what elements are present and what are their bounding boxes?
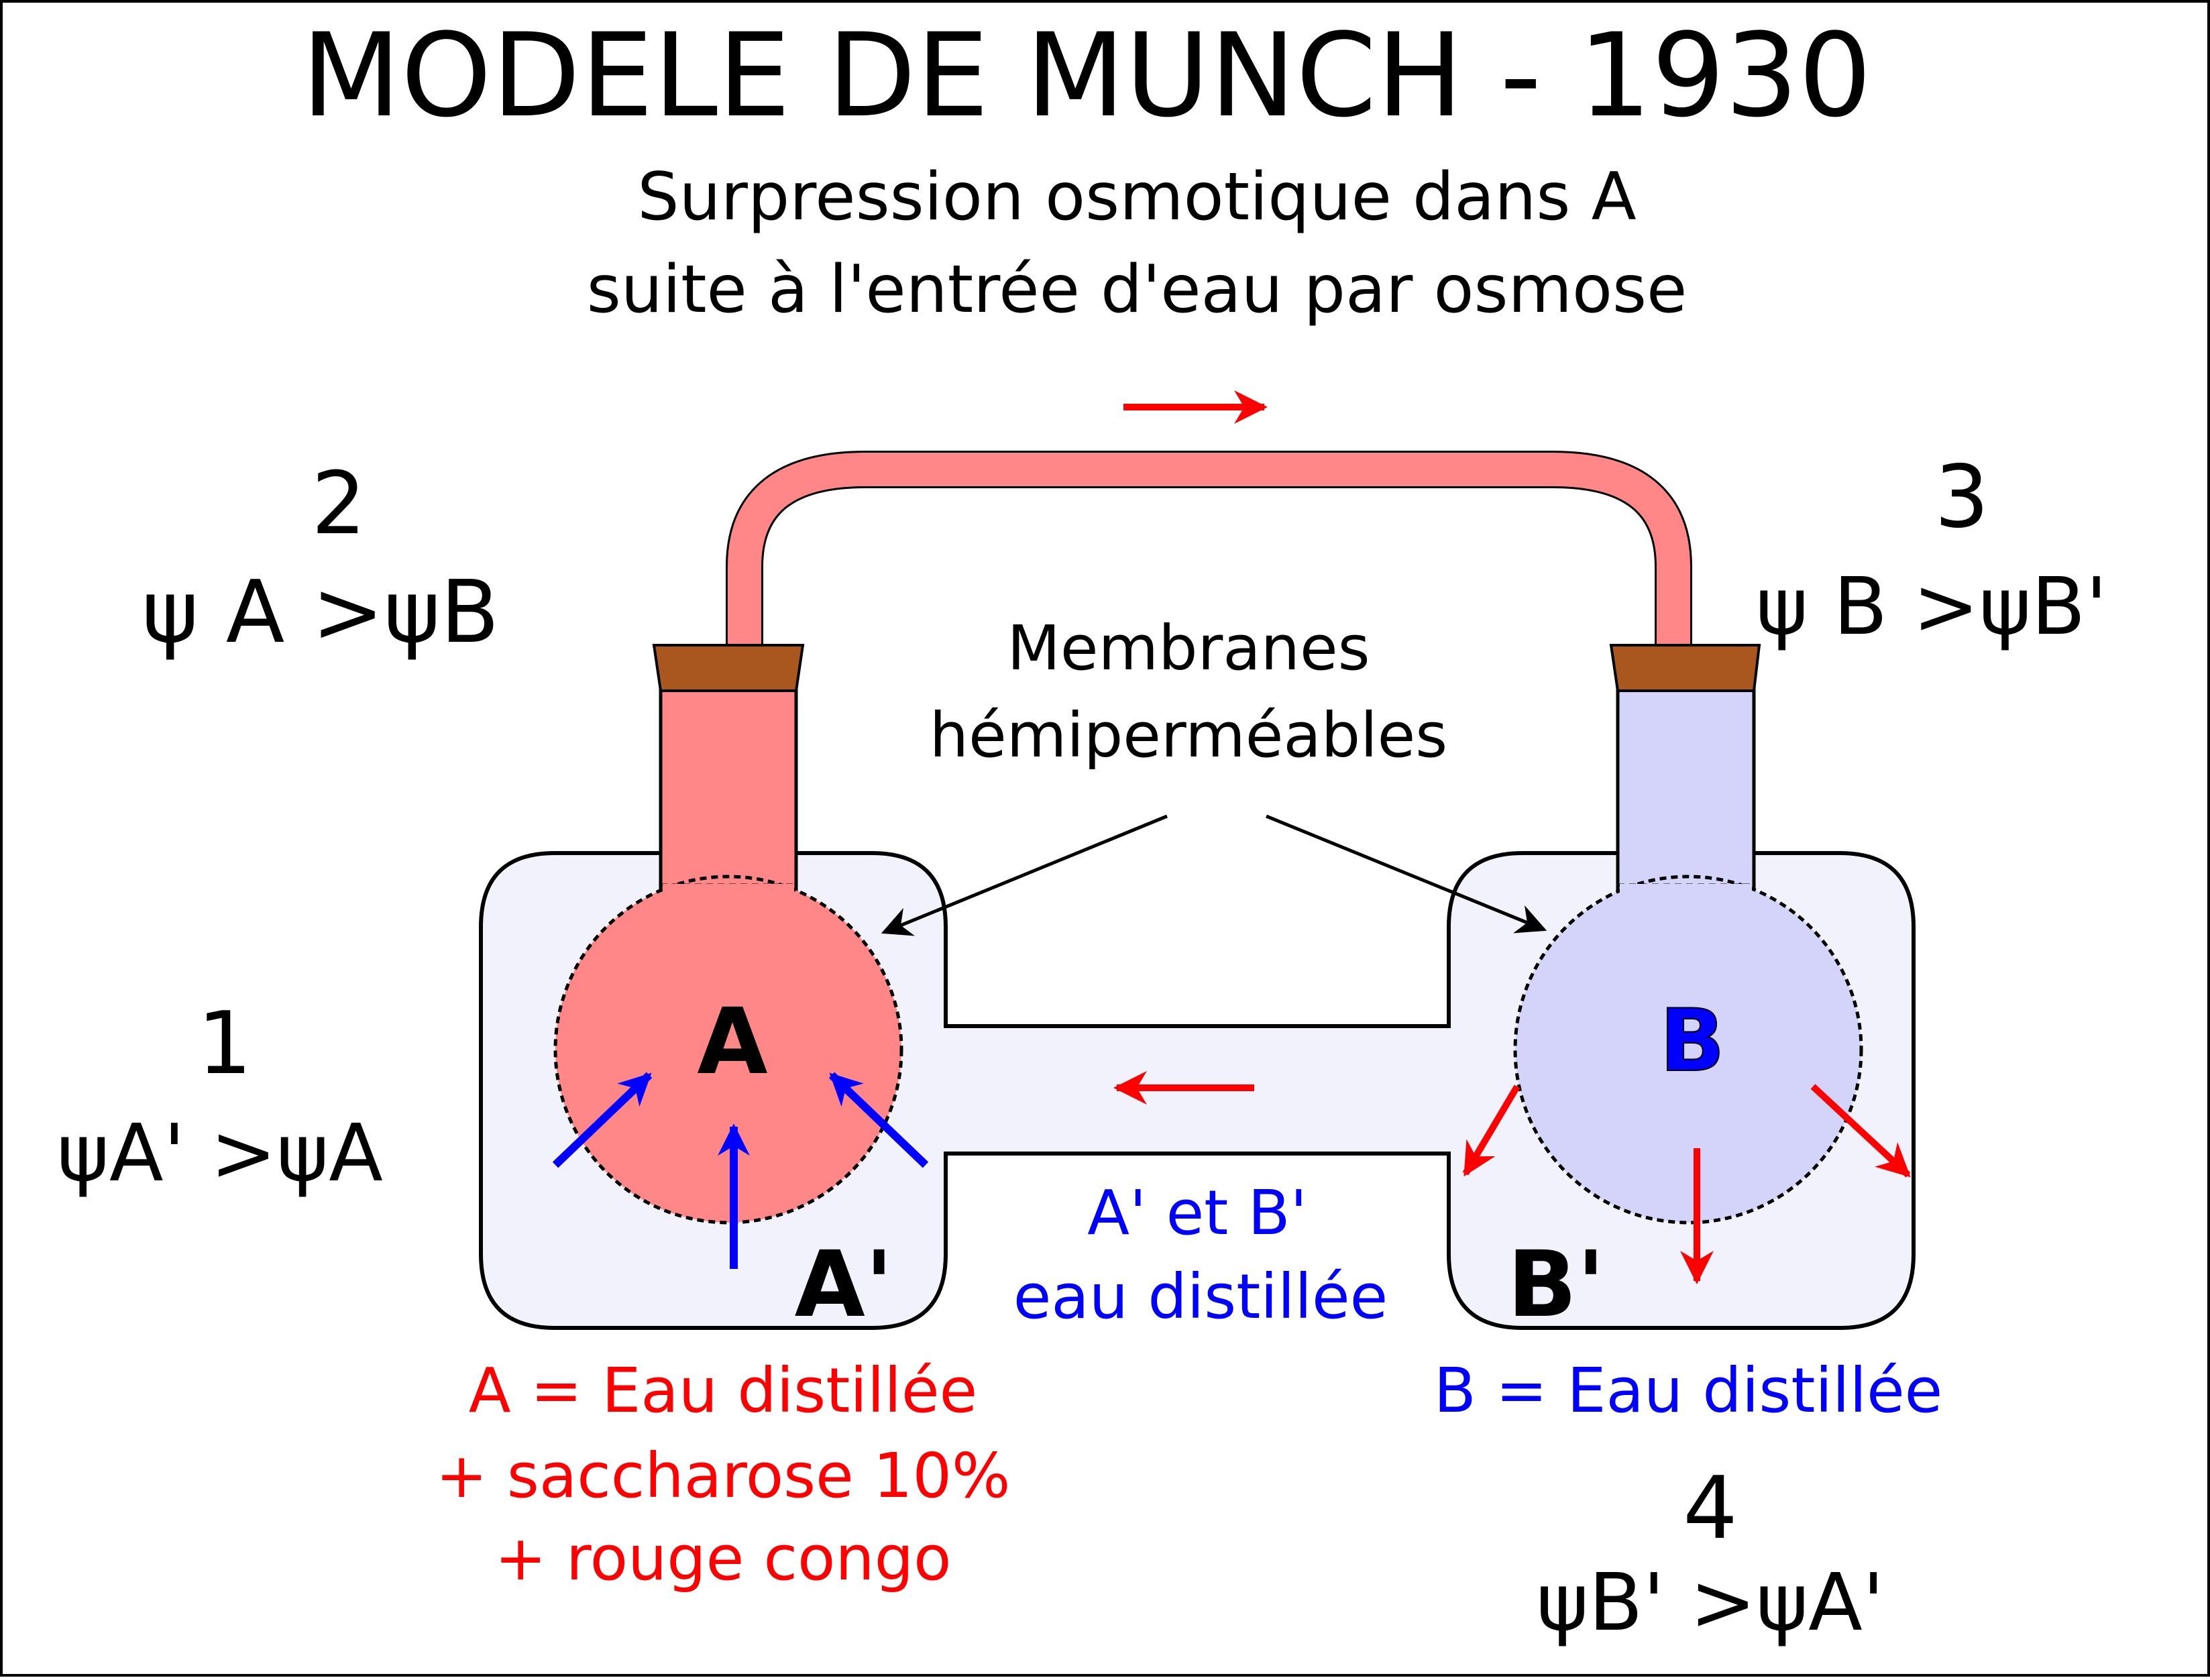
compartment-a-prime-label: A' — [795, 1232, 893, 1338]
membrane-pointer-a — [881, 814, 1168, 936]
outer-solution-line-1: A' et B' — [1087, 1177, 1307, 1249]
step-4-relation: ψB' >ψA' — [1537, 1556, 1885, 1648]
solution-a-line-3: + rouge congo — [495, 1522, 952, 1594]
stopper-a — [652, 644, 805, 692]
compartment-b-label: B — [1659, 991, 1725, 1091]
step-1-number: 1 — [197, 994, 252, 1094]
step-2-number: 2 — [311, 454, 366, 554]
flask-a-bulb — [553, 875, 903, 1225]
stopper-b — [1609, 644, 1761, 692]
water-in-arrow-left — [552, 1072, 653, 1168]
step-1-relation: ψA' >ψA — [57, 1107, 383, 1199]
flask-a-neck-cover — [663, 884, 794, 897]
membranes-label-line-2: hémiperméables — [930, 699, 1447, 771]
solution-a-line-2: + saccharose 10% — [436, 1440, 1011, 1512]
compartment-b-prime-label: B' — [1507, 1232, 1604, 1338]
outer-solution-line-2: eau distillée — [1013, 1261, 1388, 1333]
flask-b-neck — [1616, 687, 1756, 893]
membranes-label-line-1: Membranes — [1007, 612, 1370, 684]
step-4-number: 4 — [1683, 1459, 1737, 1559]
solution-a-line-1: A = Eau distillée — [469, 1355, 977, 1426]
water-out-arrow-right — [1810, 1084, 1911, 1178]
flask-a-neck — [659, 687, 798, 893]
flask-b-neck-cover — [1620, 884, 1752, 897]
step-2-relation: ψ A >ψB — [142, 563, 500, 663]
subtitle-line-1: Surpression osmotique dans A — [637, 159, 1636, 235]
diagram-title: MODELE DE MUNCH - 1930 — [301, 8, 1871, 143]
solution-b-line-1: B = Eau distillée — [1434, 1355, 1943, 1426]
step-3-number: 3 — [1934, 447, 1989, 547]
water-in-arrow-right — [828, 1072, 929, 1168]
flask-b-bulb — [1513, 875, 1863, 1225]
subtitle-line-2: suite à l'entrée d'eau par osmose — [587, 251, 1688, 328]
water-out-arrow-left — [1462, 1084, 1521, 1177]
compartment-a-label: A — [697, 989, 767, 1095]
step-3-relation: ψ B >ψB' — [1756, 560, 2107, 653]
membrane-pointer-b — [1266, 814, 1547, 934]
connecting-tube — [728, 453, 1690, 647]
